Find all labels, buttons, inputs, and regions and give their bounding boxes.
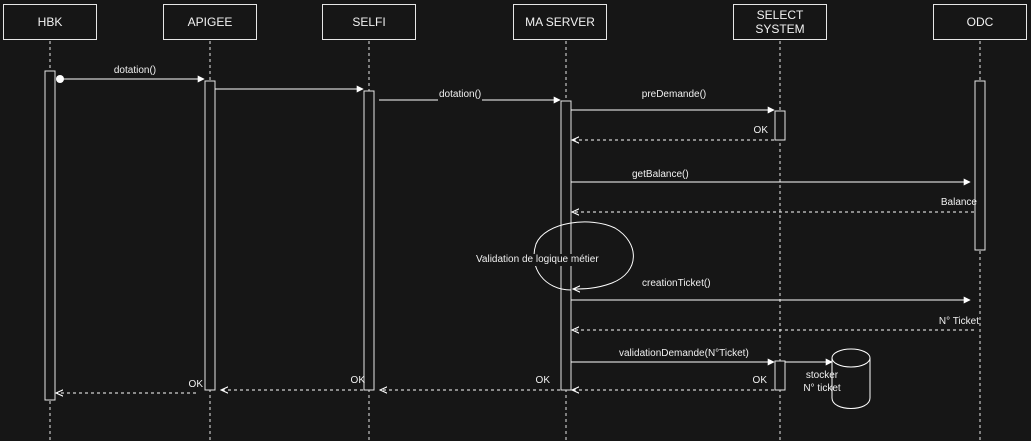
activation-selfi xyxy=(363,90,375,391)
note-validation-logique-metier: Validation de logique métier xyxy=(475,254,600,266)
note-stocker-n-ticket: stocker N° ticket xyxy=(803,370,841,394)
label-validationdemande: validationDemande(N°Ticket) xyxy=(618,348,750,360)
participant-odc: ODC xyxy=(933,4,1027,40)
label-balance: Balance xyxy=(940,197,977,208)
label-ok-select-ma: OK xyxy=(752,375,767,386)
label-getbalance: getBalance() xyxy=(632,169,689,180)
label-dotation-1: dotation() xyxy=(113,65,157,76)
activation-select-system-2 xyxy=(774,360,786,391)
participant-selfi: SELFI xyxy=(322,4,416,40)
label-ok-selfi-apigee: OK xyxy=(350,375,365,386)
activation-apigee xyxy=(204,80,216,391)
participant-ma-server: MA SERVER xyxy=(513,4,607,40)
label-creationticket: creationTicket() xyxy=(642,278,711,289)
activation-odc xyxy=(974,80,986,251)
participant-select-system: SELECT SYSTEM xyxy=(733,4,827,40)
message-start-dot xyxy=(56,75,64,83)
activation-ma-server xyxy=(560,100,572,391)
storage-cylinder xyxy=(831,348,871,409)
label-dotation-2: dotation() xyxy=(438,89,483,101)
label-ok-apigee-hbk: OK xyxy=(188,379,203,390)
label-n-ticket: N° Ticket xyxy=(938,316,979,327)
label-predemande: preDemande() xyxy=(641,89,707,100)
activation-hbk xyxy=(44,70,56,401)
activation-select-system-1 xyxy=(774,110,786,141)
participant-apigee: APIGEE xyxy=(163,4,257,40)
label-ok-ma-selfi: OK xyxy=(535,375,550,386)
label-ok-predemande: OK xyxy=(753,125,768,136)
participant-hbk: HBK xyxy=(3,4,97,40)
